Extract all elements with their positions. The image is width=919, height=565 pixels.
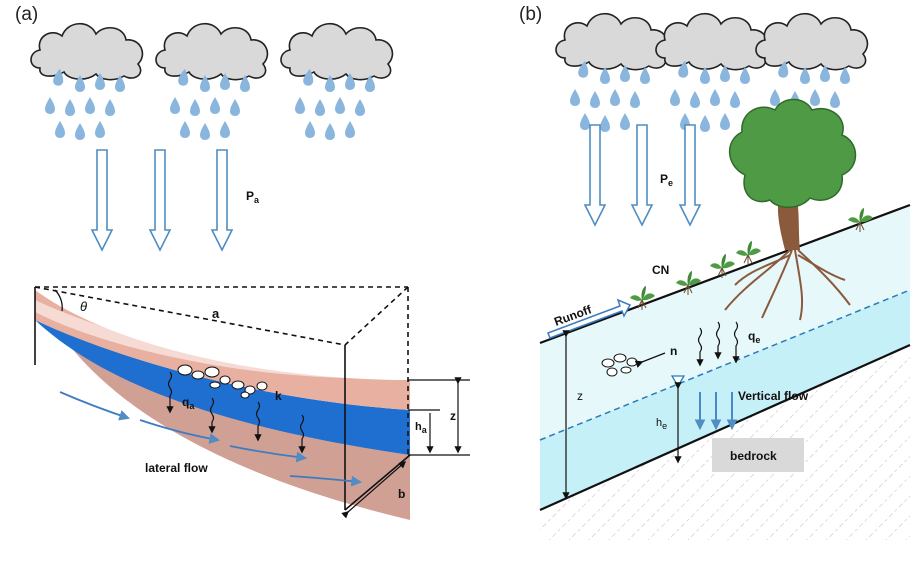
cloud-b1 <box>555 12 669 132</box>
conductivity-symbol: k <box>275 389 282 403</box>
flux-symbol-a: qa <box>182 395 195 411</box>
layer-highlight <box>35 300 350 378</box>
infiltration-arrows-b <box>696 321 740 367</box>
precip-arrow-a3 <box>211 149 233 251</box>
angle-arc <box>54 289 63 312</box>
vertical-flow-label: Vertical flow <box>738 389 809 403</box>
dimension-lines-a <box>341 377 470 519</box>
precip-arrow-a1 <box>91 149 113 251</box>
cloud-a1 <box>30 22 144 140</box>
precip-symbol-b: Pe <box>660 172 673 188</box>
water-height-symbol-b: he <box>656 417 667 431</box>
flux-symbol-b: qe <box>748 329 760 345</box>
water-height-symbol-a: ha <box>415 421 428 435</box>
width-symbol: b <box>398 487 405 501</box>
cloud-a3 <box>280 22 394 140</box>
precip-arrow-b2 <box>631 124 653 226</box>
precip-symbol-a: Pa <box>246 189 260 205</box>
cloud-a2 <box>155 22 269 140</box>
water-table-line <box>539 289 911 441</box>
soil-pebbles-b <box>601 353 638 377</box>
runoff-arrow <box>547 298 632 339</box>
depth-symbol-a: z <box>450 409 456 423</box>
water-table-marker <box>670 375 686 388</box>
length-symbol: a <box>212 306 220 321</box>
precip-arrow-a2 <box>149 149 171 251</box>
precip-arrow-b3 <box>679 124 701 226</box>
tree <box>724 98 857 321</box>
dimension-lines-b <box>562 330 682 500</box>
saturated-zone <box>540 290 910 510</box>
unsaturated-zone <box>540 205 910 440</box>
panel-b: Pe CN Runoff <box>539 12 911 540</box>
lateral-flow-label: lateral flow <box>145 461 208 475</box>
porosity-symbol: n <box>670 344 677 358</box>
panel-a-label: (a) <box>15 4 39 25</box>
bedrock-label-box <box>712 438 804 472</box>
bedrock-label: bedrock <box>730 449 777 463</box>
precip-arrow-b1 <box>584 124 606 226</box>
angle-symbol: θ <box>80 299 87 314</box>
vertical-flow-arrows <box>694 392 738 431</box>
saturated-water-layer <box>35 320 410 455</box>
porosity-pointer <box>634 352 666 368</box>
infiltration-arrows-a <box>166 371 306 454</box>
panel-b-label: (b) <box>519 4 543 25</box>
soil-pebbles <box>177 364 268 399</box>
depth-symbol-b: z <box>577 389 583 403</box>
cn-label: CN <box>652 263 669 277</box>
upper-soil-layer <box>35 290 410 410</box>
panel-a: Pa θ a <box>30 22 470 520</box>
bedrock-surface-line <box>539 343 911 512</box>
